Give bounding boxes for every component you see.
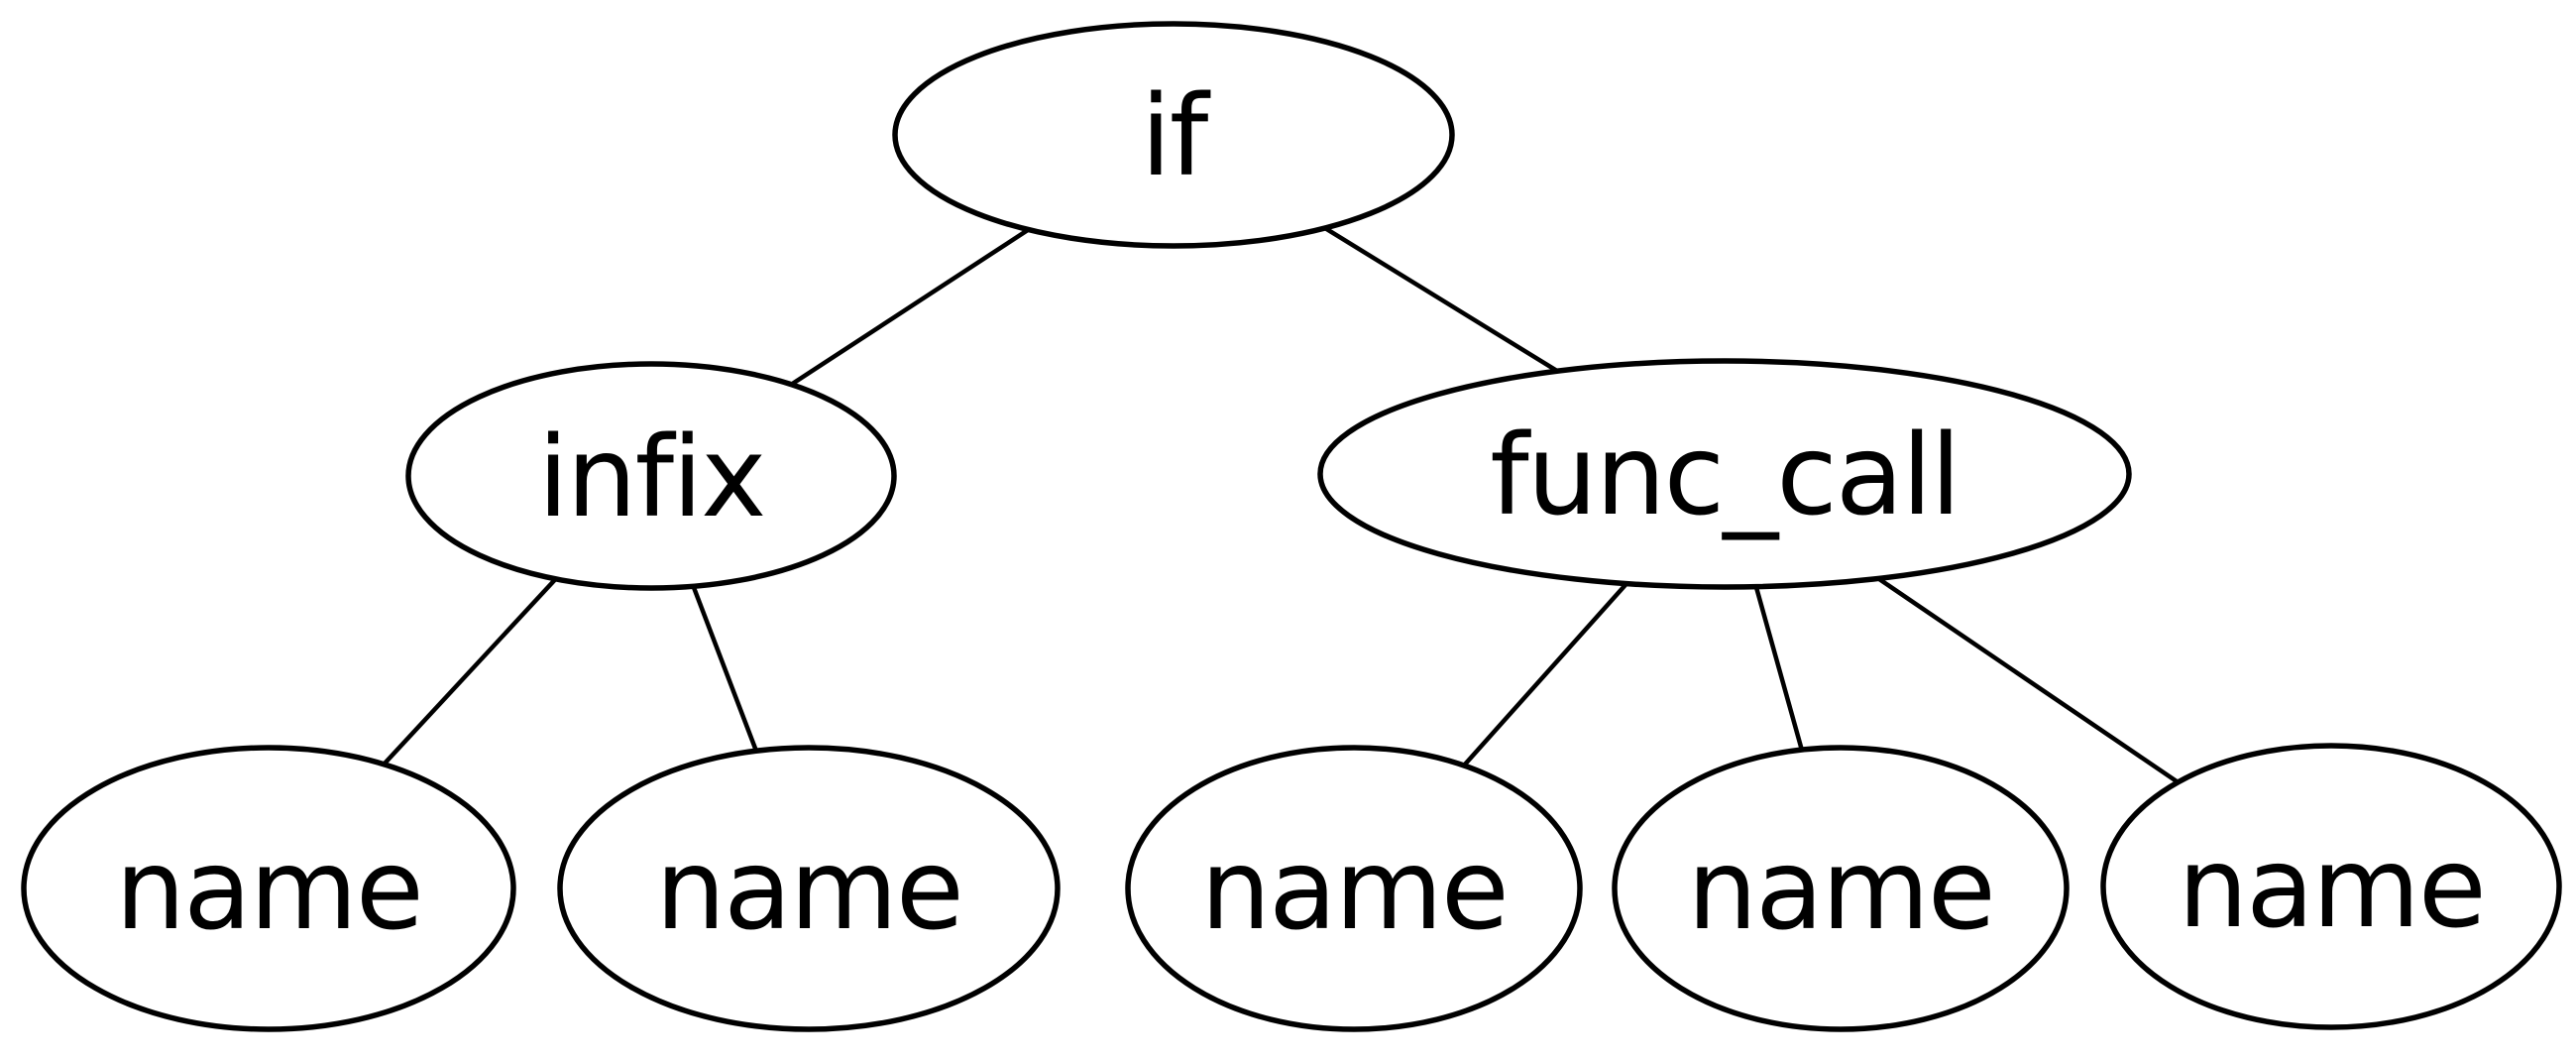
- tree-node-label-name-2: name: [655, 826, 962, 955]
- tree-node-ellipse-name-2: [557, 745, 1061, 1032]
- tree-node-label-name-4: name: [1687, 826, 1994, 955]
- tree-node-label-func-call: func_call: [1490, 412, 1959, 540]
- tree-node-name-1: name: [21, 745, 516, 1032]
- tree-node-name-4: name: [1612, 745, 2070, 1032]
- tree-node-label-name-1: name: [115, 826, 422, 955]
- tree-node-ellipse-name-1: [21, 745, 516, 1032]
- tree-node-ellipse-infix: [405, 361, 897, 591]
- tree-node-ellipse-if: [892, 21, 1455, 249]
- tree-node-label-infix: infix: [538, 413, 765, 542]
- tree-node-label-name-5: name: [2178, 824, 2485, 953]
- tree-node-label-if: if: [1141, 72, 1211, 201]
- tree-node-infix: infix: [405, 361, 897, 591]
- tree-node-label-name-3: name: [1200, 826, 1508, 955]
- tree-node-ellipse-name-3: [1125, 745, 1583, 1032]
- tree-node-ellipse-name-5: [2100, 743, 2562, 1030]
- tree-node-ellipse-func-call: [1317, 358, 2132, 590]
- tree-node-if: if: [892, 21, 1455, 249]
- tree-node-name-2: name: [557, 745, 1061, 1032]
- tree-node-name-5: name: [2100, 743, 2562, 1030]
- tree-node-ellipse-name-4: [1612, 745, 2070, 1032]
- tree-node-name-3: name: [1125, 745, 1583, 1032]
- tree-node-func-call: func_call: [1317, 358, 2132, 590]
